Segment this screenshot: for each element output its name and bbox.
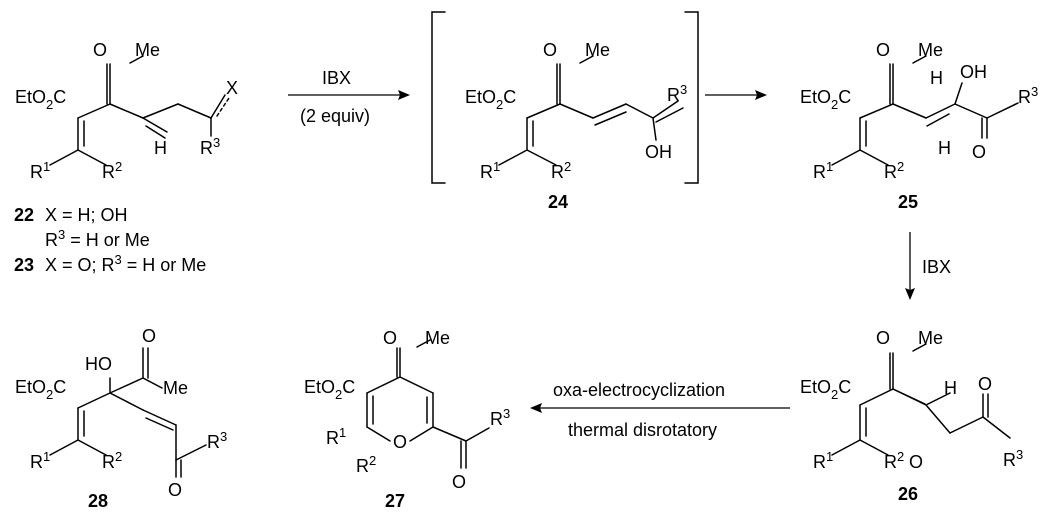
atom-EtO2C: EtO2C <box>800 87 851 112</box>
compound-27-structure: O Me EtO2C O R3 R1 R2 O <box>304 328 510 492</box>
reaction-arrow-ibx-2equiv: IBX (2 equiv) <box>288 68 410 126</box>
atom-R2: R2 <box>884 449 904 472</box>
atom-R2: R2 <box>102 449 122 472</box>
reagent-oxa-electrocyclization: oxa-electrocyclization <box>553 380 725 400</box>
atom-Me: Me <box>918 328 943 348</box>
compound-22-definition-1: X = H; OH <box>45 205 128 225</box>
atom-R3: R3 <box>490 406 510 429</box>
atom-EtO2C: EtO2C <box>465 87 516 112</box>
atom-EtO2C: EtO2C <box>304 377 355 402</box>
compound-number-25: 25 <box>898 192 918 212</box>
atom-R3: R3 <box>207 429 227 452</box>
reagent-equiv: (2 equiv) <box>300 106 370 126</box>
atom-OH: OH <box>960 62 987 82</box>
atom-Me: Me <box>135 40 160 60</box>
atom-R1: R1 <box>480 159 500 182</box>
atom-H: H <box>944 378 957 398</box>
reaction-arrow-electrocyclization: oxa-electrocyclization thermal disrotato… <box>530 380 790 440</box>
compound-25-structure: O Me EtO2C H OH R3 H O R1 R2 <box>800 40 1038 182</box>
atom-H: H <box>154 138 167 158</box>
compound-number-23: 23 <box>14 255 34 275</box>
reaction-arrow-ibx-down: IBX <box>905 232 951 300</box>
atom-Me: Me <box>585 40 610 60</box>
reagent-ibx: IBX <box>322 68 351 88</box>
compound-23-definition: X = O; R3 = H or Me <box>45 252 206 275</box>
atom-O: O <box>876 328 890 348</box>
compound-number-22: 22 <box>14 205 34 225</box>
intermediate-bracket <box>431 11 699 184</box>
atom-Me: Me <box>425 328 450 348</box>
atom-R2: R2 <box>356 453 376 476</box>
atom-O: O <box>972 142 986 162</box>
atom-O: O <box>543 40 557 60</box>
atom-R3: R3 <box>1003 447 1023 470</box>
compound-28-structure: O Me HO EtO2C R3 O R1 R2 <box>15 326 227 500</box>
compound-number-27: 27 <box>385 491 405 511</box>
atom-O: O <box>452 472 466 492</box>
compound-number-26: 26 <box>898 484 918 504</box>
atom-R1: R1 <box>30 159 50 182</box>
atom-O: O <box>93 40 107 60</box>
atom-EtO2C: EtO2C <box>800 377 851 402</box>
compound-22-23-definitions: 22 X = H; OH R3 = H or Me 23 X = O; R3 =… <box>14 205 206 275</box>
atom-Me: Me <box>918 40 943 60</box>
atom-R3: R3 <box>667 82 687 105</box>
atom-X: X <box>226 78 238 98</box>
atom-OH: OH <box>645 142 672 162</box>
atom-R2: R2 <box>551 159 571 182</box>
compound-number-24: 24 <box>548 192 568 212</box>
atom-EtO2C: EtO2C <box>15 87 66 112</box>
atom-O: O <box>168 480 182 500</box>
atom-O: O <box>383 328 397 348</box>
atom-R2: R2 <box>884 159 904 182</box>
atom-R1: R1 <box>813 159 833 182</box>
atom-H: H <box>938 138 951 158</box>
compound-number-28: 28 <box>88 491 108 511</box>
atom-R1: R1 <box>813 449 833 472</box>
atom-O: O <box>909 452 923 472</box>
atom-Me: Me <box>163 378 188 398</box>
compound-26-structure: O Me EtO2C H O R1 R2 O R3 <box>800 328 1023 472</box>
compound-22-structure: O Me EtO2C H X R3 R1 R2 <box>15 40 238 182</box>
compound-22-definition-2: R3 = H or Me <box>45 227 150 250</box>
atom-R3: R3 <box>200 135 220 158</box>
atom-O: O <box>876 40 890 60</box>
reaction-arrow-tautomerization <box>705 90 767 100</box>
atom-R2: R2 <box>102 159 122 182</box>
reagent-thermal-disrotatory: thermal disrotatory <box>568 420 717 440</box>
atom-HO: HO <box>85 354 112 374</box>
atom-R1: R1 <box>326 425 346 448</box>
atom-O: O <box>393 432 407 452</box>
atom-O: O <box>142 326 156 346</box>
compound-24-structure: O Me EtO2C R3 OH R1 R2 <box>465 40 687 182</box>
atom-R1: R1 <box>30 449 50 472</box>
atom-R3: R3 <box>1018 84 1038 107</box>
atom-EtO2C: EtO2C <box>15 377 66 402</box>
reagent-ibx: IBX <box>922 257 951 277</box>
atom-H: H <box>930 68 943 88</box>
atom-O: O <box>978 374 992 394</box>
